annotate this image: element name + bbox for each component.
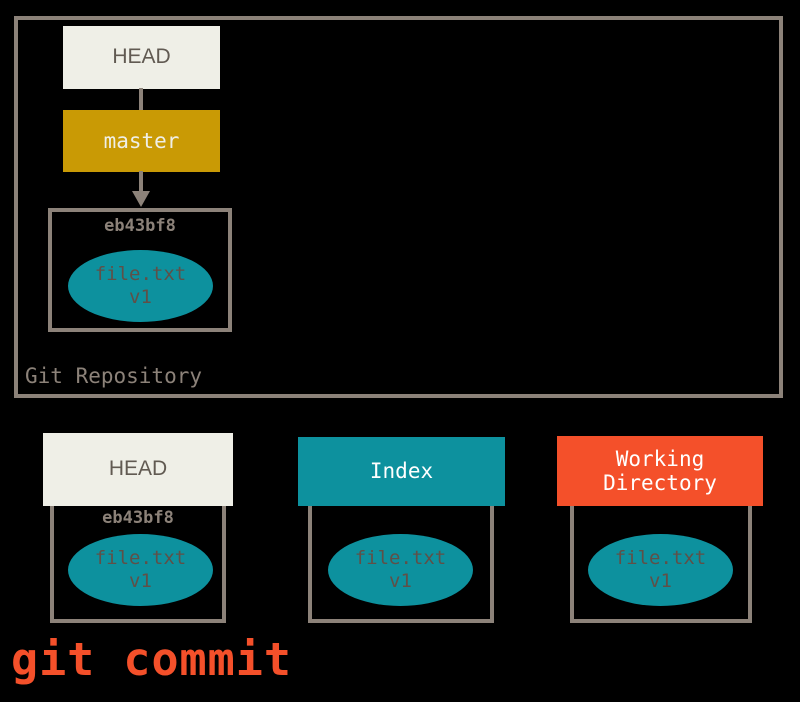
arrow-head-icon	[132, 191, 150, 207]
area-head-blob: file.txt v1	[68, 534, 213, 606]
area-working-directory-blob: file.txt v1	[588, 534, 733, 606]
area-header-head-label: HEAD	[108, 457, 168, 481]
area-header-head[interactable]: HEAD	[43, 433, 233, 506]
area-body-index	[308, 506, 494, 623]
area-head-blob-filename: file.txt	[94, 547, 187, 570]
area-header-working-directory-label-line1: Working	[615, 446, 705, 471]
repo-head-ref-label: HEAD	[112, 45, 171, 69]
git-repository-label: Git Repository	[25, 364, 203, 388]
repo-commit-blob-filename: file.txt	[94, 263, 187, 286]
area-body-head: eb43bf8	[50, 506, 226, 623]
area-working-directory-blob-filename: file.txt	[614, 547, 707, 570]
repo-branch-ref-label: master	[103, 128, 180, 153]
command-caption: git commit	[11, 633, 292, 686]
area-index-blob-filename: file.txt	[354, 547, 447, 570]
area-header-index[interactable]: Index	[298, 437, 505, 506]
area-working-directory-blob-version: v1	[649, 570, 672, 592]
area-head-blob-version: v1	[129, 570, 152, 592]
connector-head-to-master	[139, 88, 143, 112]
area-index-blob-version: v1	[389, 570, 412, 592]
area-header-working-directory[interactable]: Working Directory	[557, 436, 763, 506]
repo-commit-blob-version: v1	[129, 286, 152, 308]
repo-branch-ref-box[interactable]: master	[63, 110, 220, 172]
git-repository-frame	[14, 16, 783, 398]
area-header-working-directory-label-line2: Directory	[603, 471, 717, 495]
area-body-working-directory	[570, 506, 752, 623]
connector-master-to-commit	[139, 171, 143, 193]
area-index-blob: file.txt v1	[328, 534, 473, 606]
area-header-index-label: Index	[369, 459, 434, 484]
repo-head-ref-box[interactable]: HEAD	[63, 26, 220, 89]
area-head-sha: eb43bf8	[102, 508, 174, 528]
repo-commit-blob: file.txt v1	[68, 250, 213, 322]
repo-commit-frame: eb43bf8	[48, 208, 232, 332]
repo-commit-sha: eb43bf8	[104, 216, 176, 236]
